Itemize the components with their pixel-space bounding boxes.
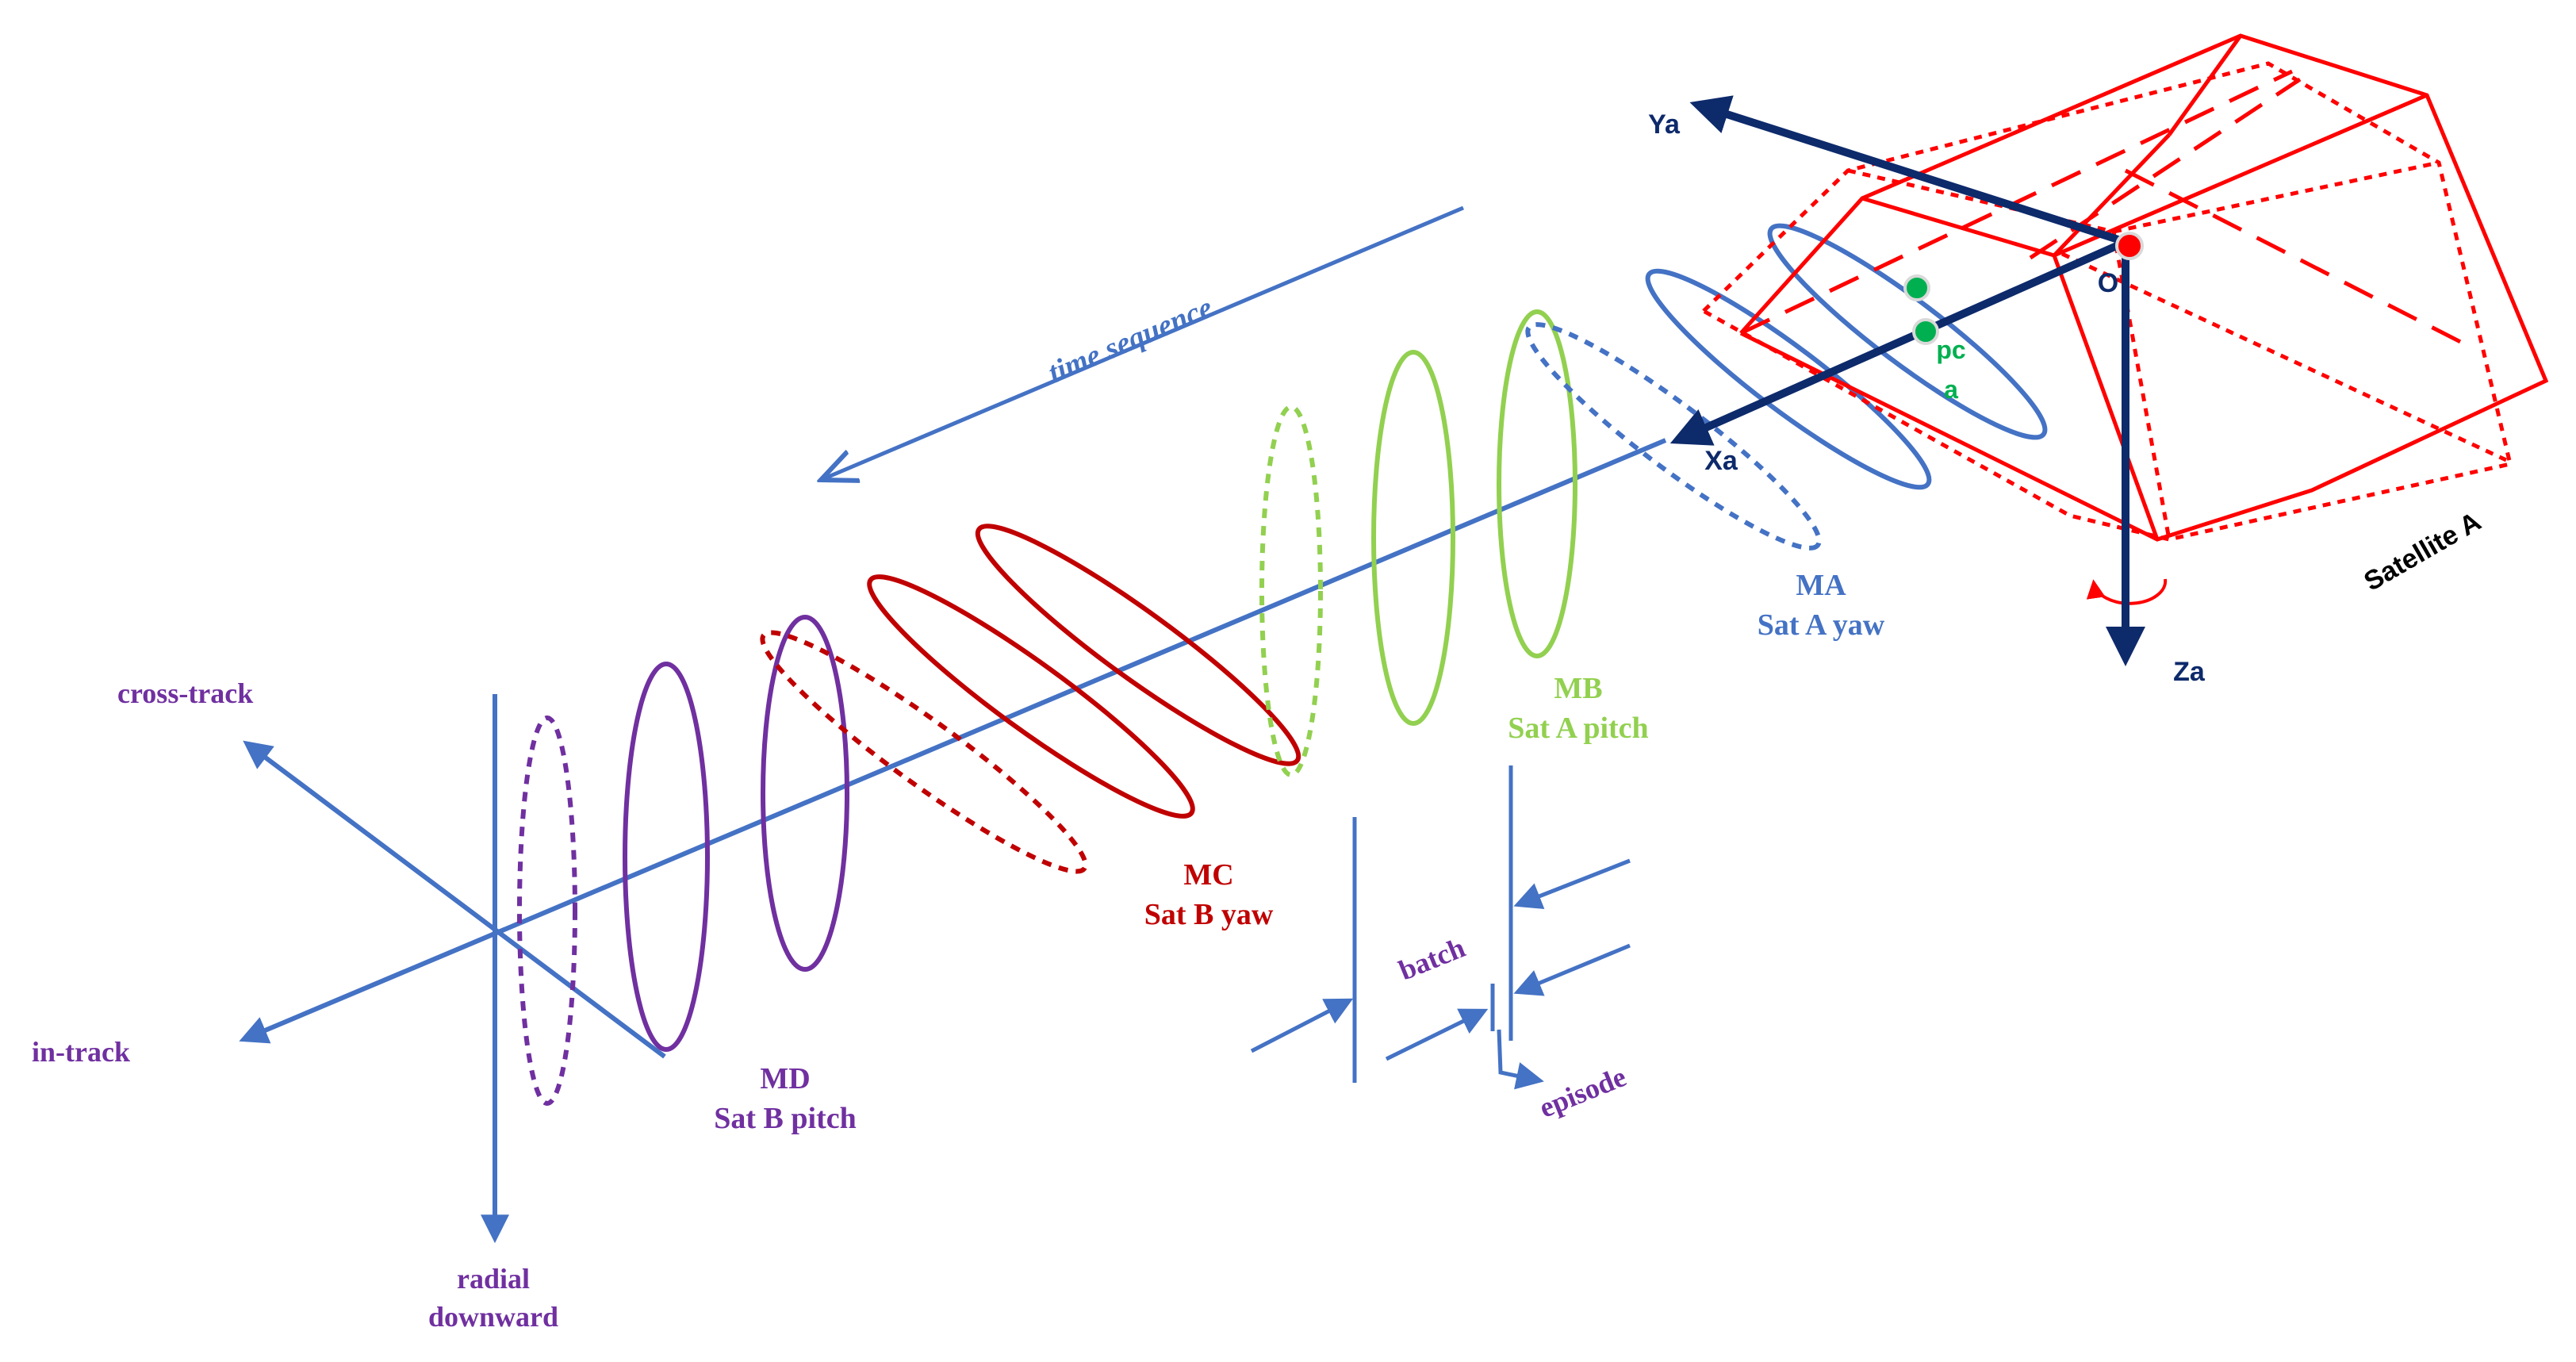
ma-loop-2 xyxy=(1767,223,2048,440)
satellite-solid-top xyxy=(2053,93,2428,258)
satellite-axes xyxy=(1669,95,2145,666)
downward-label: downward xyxy=(428,1301,558,1333)
batch-label: batch xyxy=(1394,931,1470,986)
in-track-axis xyxy=(239,438,1667,1044)
ma-code-label: MA xyxy=(1796,569,1846,602)
satellite-a-label: Satellite A xyxy=(2359,506,2486,597)
orbit-frame xyxy=(239,438,1667,1244)
satellite-dashed-diagonal-1 xyxy=(1739,69,2294,336)
pc-label-line2: a xyxy=(1944,375,1958,404)
mc-loop-2 xyxy=(975,524,1301,766)
md-desc-label: Sat B pitch xyxy=(714,1102,856,1135)
mc-desc-label: Sat B yaw xyxy=(1144,898,1274,931)
satellite-dashed-diagonal-2 xyxy=(2124,168,2476,351)
xa-axis xyxy=(1669,238,2128,446)
timing-marks xyxy=(1250,765,1631,1090)
episode-label: episode xyxy=(1535,1061,1631,1124)
ma-loop-1 xyxy=(1645,268,1932,490)
satellite-solid-rib-2 xyxy=(2053,133,2171,257)
batch-end-arrow xyxy=(1513,858,1631,910)
ma-desc-label: Sat A yaw xyxy=(1758,608,1885,642)
satellite-a-body xyxy=(1702,33,2549,605)
episode-end-arrow xyxy=(1513,943,1631,996)
satellite-solid-edges xyxy=(1739,33,2549,542)
batch-start-arrow xyxy=(1250,998,1354,1053)
mb-loop-dashed xyxy=(1259,405,1323,777)
cross-track-label: cross-track xyxy=(117,677,253,709)
maneuver-md-loops xyxy=(517,615,849,1106)
md-loop-dashed xyxy=(517,716,577,1106)
satellite-solid-rib xyxy=(2167,34,2243,136)
green-point-upper xyxy=(1903,274,1930,301)
origin-label: O xyxy=(2098,268,2118,298)
xa-label: Xa xyxy=(1704,446,1738,476)
mb-desc-label: Sat A pitch xyxy=(1508,712,1648,745)
satellite-dotted-cross xyxy=(2060,251,2508,462)
maneuver-ma-loops xyxy=(1525,223,2048,551)
mb-loop-1 xyxy=(1371,350,1455,726)
mc-code-label: MC xyxy=(1183,858,1233,892)
za-label: Za xyxy=(2173,657,2206,687)
maneuver-mb-loops xyxy=(1259,309,1577,777)
in-track-label: in-track xyxy=(32,1036,130,1068)
mc-loop-dashed xyxy=(760,630,1088,874)
maneuver-mc-loops xyxy=(760,524,1301,874)
time-sequence-arrow xyxy=(821,205,1464,480)
md-loop-1 xyxy=(623,662,710,1052)
origin-point xyxy=(2115,232,2144,260)
radial-label: radial xyxy=(457,1263,530,1295)
episode-start-arrow xyxy=(1385,1008,1489,1061)
pc-point xyxy=(1912,318,1939,345)
time-sequence-label: time sequence xyxy=(1044,290,1218,389)
yaw-rotation-arrow xyxy=(2086,578,2168,605)
satellite-dotted-top xyxy=(2113,160,2440,234)
mc-loop-1 xyxy=(867,574,1195,819)
episode-pointer xyxy=(1497,1029,1544,1090)
pc-label-line1: pc xyxy=(1936,336,1965,364)
ya-axis xyxy=(1689,95,2127,246)
mb-loop-2 xyxy=(1497,309,1577,658)
md-loop-2 xyxy=(761,615,849,972)
mb-code-label: MB xyxy=(1554,672,1602,705)
satellite-dotted-edges xyxy=(1702,61,2513,542)
ya-label: Ya xyxy=(1648,109,1681,140)
cross-track-axis xyxy=(243,740,666,1059)
md-code-label: MD xyxy=(760,1062,810,1095)
